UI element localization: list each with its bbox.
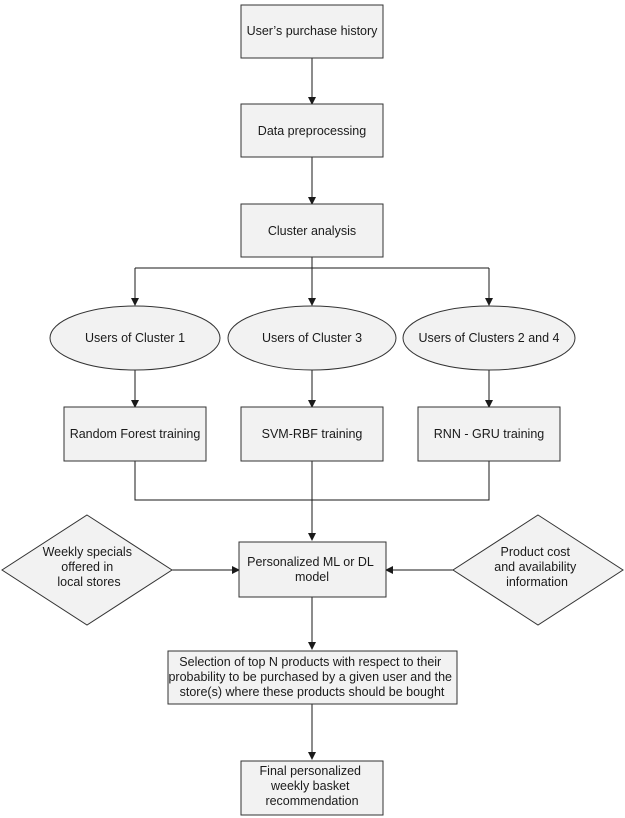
node-cluster24: Users of Clusters 2 and 4 — [402, 305, 576, 371]
svg-text:SVM-RBF training: SVM-RBF training — [262, 427, 363, 441]
node-final-recommendation: Final personalized weekly basket recomme… — [240, 760, 384, 816]
purchase-history-label: User’s purchase history — [247, 24, 379, 38]
final-recommendation-line3: recommendation — [265, 794, 358, 808]
node-data-preprocessing: Data preprocessing — [240, 103, 384, 158]
node-product-cost: Product cost and availability informatio… — [452, 514, 624, 626]
svg-text:Data preprocessing: Data preprocessing — [258, 124, 366, 138]
svg-text:Personalized ML or DL mo: Personalized ML or DL model — [247, 555, 377, 584]
top-n-line1: Selection of top N products with respect… — [179, 655, 441, 669]
final-recommendation-line1: Final personalized — [260, 764, 361, 778]
personalized-model-line1: Personalized ML or DL — [247, 555, 374, 569]
node-personalized-model: Personalized ML or DL model — [238, 541, 387, 598]
rf-training-label: Random Forest training — [70, 427, 201, 441]
svm-training-label: SVM-RBF training — [262, 427, 363, 441]
node-rnn-training: RNN - GRU training — [417, 406, 561, 462]
edges — [131, 58, 493, 760]
node-svm-training: SVM-RBF training — [240, 406, 384, 462]
svg-text:Users of Cluster 1: Users of Cluster 1 — [85, 331, 185, 345]
top-n-line3: store(s) where these products should be … — [180, 685, 445, 699]
top-n-line2: probability to be purchased by a given u… — [168, 670, 452, 684]
svg-text:Users of Cluster 3: Users of Cluster 3 — [262, 331, 362, 345]
node-top-n-selection: Selection of top N products with respect… — [167, 650, 458, 705]
node-weekly-specials: Weekly specials offered in local stores — [1, 514, 173, 626]
weekly-specials-line2: offered in — [61, 560, 113, 574]
node-rf-training: Random Forest training — [63, 406, 207, 462]
cluster1-label: Users of Cluster 1 — [85, 331, 185, 345]
node-purchase-history: User’s purchase history — [240, 4, 384, 59]
node-cluster-analysis: Cluster analysis — [240, 203, 384, 258]
svg-text:Final personalized weekl: Final personalized weekly basket recomme… — [260, 764, 365, 808]
cluster24-label: Users of Clusters 2 and 4 — [418, 331, 559, 345]
svg-text:Weekly specials offered: Weekly specials offered in local stores — [43, 545, 136, 589]
final-recommendation-line2: weekly basket — [270, 779, 350, 793]
svg-text:Cluster analysis: Cluster analysis — [268, 224, 356, 238]
rnn-training-label: RNN - GRU training — [434, 427, 544, 441]
svg-text:User’s purchase history: User’s purchase history — [247, 24, 379, 38]
svg-text:Users of Clusters 2 and 4: Users of Clusters 2 and 4 — [418, 331, 559, 345]
product-cost-line3: information — [506, 575, 568, 589]
weekly-specials-line3: local stores — [57, 575, 120, 589]
cluster3-label: Users of Cluster 3 — [262, 331, 362, 345]
personalized-model-line2: model — [295, 570, 329, 584]
svg-text:Product cost and availab: Product cost and availability informatio… — [494, 545, 579, 589]
node-cluster1: Users of Cluster 1 — [49, 305, 221, 371]
product-cost-line1: Product cost — [501, 545, 571, 559]
cluster-analysis-label: Cluster analysis — [268, 224, 356, 238]
weekly-specials-line1: Weekly specials — [43, 545, 132, 559]
preprocessing-label: Data preprocessing — [258, 124, 366, 138]
product-cost-line2: and availability — [494, 560, 577, 574]
node-cluster3: Users of Cluster 3 — [227, 305, 397, 371]
svg-text:RNN - GRU training: RNN - GRU training — [434, 427, 544, 441]
svg-text:Random Forest training: Random Forest training — [70, 427, 201, 441]
svg-text:Selection of top N products wi: Selection of top N products with respect… — [168, 655, 455, 699]
